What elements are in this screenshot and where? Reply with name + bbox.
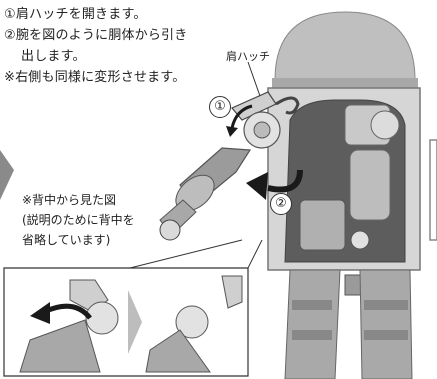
step-2-text-cont: 出します。 — [21, 49, 86, 64]
note-line: (説明のために背中を — [22, 213, 135, 227]
right-leg — [359, 269, 413, 379]
leg-band — [292, 300, 332, 310]
shoulder-hatch-label: 肩ハッチ — [226, 50, 270, 63]
edge-bracket — [429, 139, 437, 241]
previous-step-chevron — [0, 150, 14, 200]
inset-frame — [3, 267, 249, 377]
leg-band — [364, 330, 408, 340]
back-view-note: ※背中から見た図 (説明のために背中を 省略しています) — [22, 190, 135, 250]
arm-part — [19, 319, 101, 373]
arrow-head — [30, 302, 50, 324]
inner-spine — [349, 149, 391, 221]
inset-leader — [129, 239, 243, 269]
hand — [159, 219, 181, 241]
step-3-text: ※右側も同様に変形させます。 — [4, 70, 186, 85]
callout-line — [247, 61, 261, 97]
inner-hip-block — [299, 199, 346, 251]
arrow-head — [246, 172, 268, 200]
arrow-head — [226, 126, 238, 137]
rotate-arrow-1 — [230, 104, 253, 129]
joint — [175, 305, 209, 339]
note-line: ※背中から見た図 — [22, 193, 117, 207]
step-1-text: ①肩ハッチを開きます。 — [4, 7, 147, 22]
shoulder-pin — [253, 121, 271, 139]
right-shoulder-joint — [370, 110, 400, 140]
inset-chevron — [128, 290, 142, 354]
hip-joint — [350, 230, 370, 250]
head-rim — [272, 78, 418, 88]
step-marker-2: ② — [270, 193, 292, 215]
leg-band — [292, 330, 332, 340]
step-marker-1: ① — [209, 96, 231, 118]
pull-arrow-2 — [267, 169, 303, 193]
hatch-hook — [275, 96, 300, 115]
joint — [85, 301, 119, 335]
left-leg — [284, 269, 341, 379]
arm-part — [145, 329, 211, 373]
instruction-steps: ①肩ハッチを開きます。 ②腕を図のように胴体から引き 出します。 ※右側も同様に… — [4, 4, 187, 88]
inset-leader — [247, 239, 263, 269]
robot-head-dome — [274, 11, 416, 81]
note-line: 省略しています) — [22, 233, 111, 247]
step-2-text: ②腕を図のように胴体から引き — [4, 28, 188, 43]
hatch-open — [221, 275, 243, 309]
leg-band — [364, 300, 408, 310]
